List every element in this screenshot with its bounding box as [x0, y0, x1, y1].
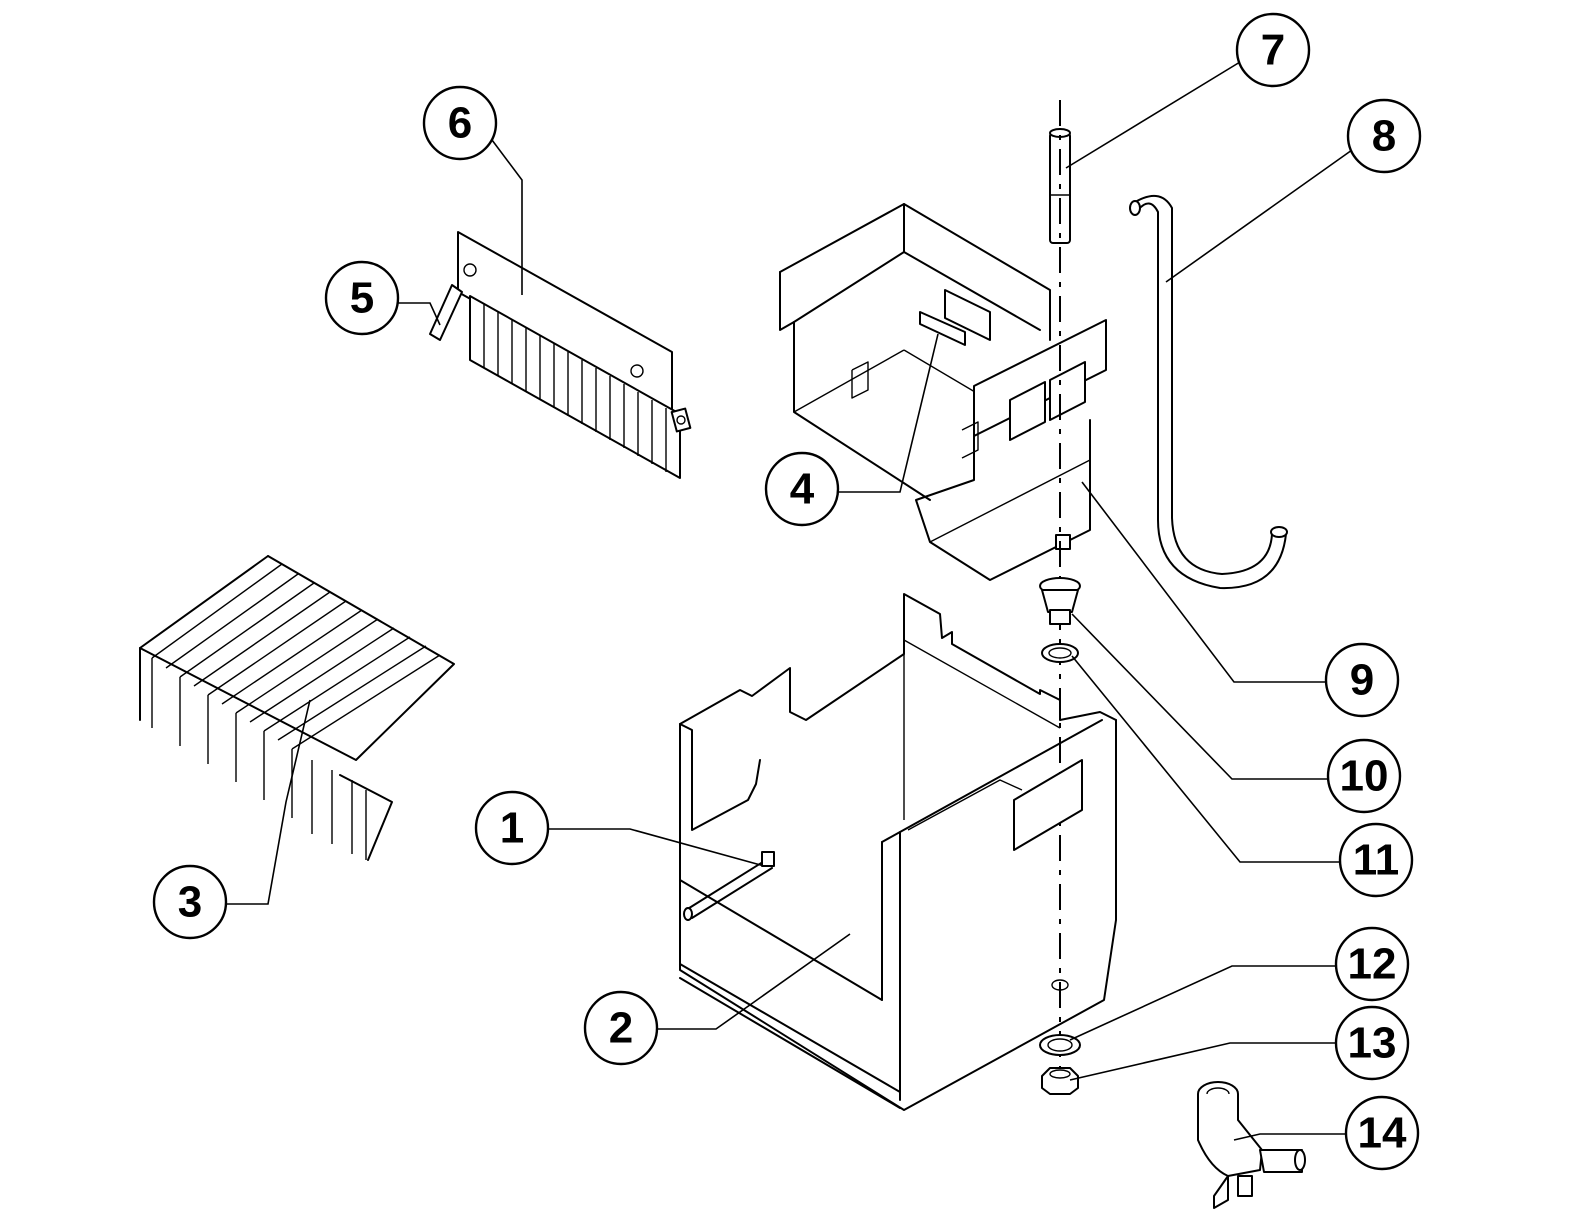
- callout-13: 13: [1334, 1005, 1410, 1081]
- part-11-washer: [1041, 643, 1079, 663]
- callout-5: 5: [324, 260, 400, 336]
- callout-14-label: 14: [1358, 1109, 1407, 1158]
- callout-11-label: 11: [1353, 836, 1400, 885]
- callout-11: 11: [1338, 822, 1414, 898]
- callout-3-label: 3: [178, 878, 202, 927]
- part-1-rod: [683, 851, 775, 921]
- callout-12: 12: [1334, 926, 1410, 1002]
- leader-lines: [226, 61, 1353, 1141]
- callout-2: 2: [583, 990, 659, 1066]
- part-14-valve: [1197, 1081, 1306, 1209]
- part-8-hose: [1129, 195, 1288, 590]
- part-3-ice-grid: [139, 555, 455, 861]
- part-13-nut: [1041, 1067, 1079, 1095]
- callout-9: 9: [1324, 642, 1400, 718]
- callout-4-label: 4: [790, 465, 815, 514]
- callout-1-label: 1: [500, 804, 524, 853]
- callout-5-label: 5: [350, 274, 374, 323]
- part-10-fitting: [1039, 577, 1081, 625]
- callout-7: 7: [1235, 12, 1311, 88]
- callout-7-label: 7: [1261, 26, 1285, 75]
- callout-4: 4: [764, 451, 840, 527]
- callout-8: 8: [1346, 98, 1422, 174]
- part-6-evaporator-plate: [457, 231, 692, 479]
- part-2-bin-frame: [679, 593, 1117, 1111]
- callout-1: 1: [474, 790, 550, 866]
- part-9-water-trough: [779, 203, 1107, 581]
- callout-14: 14: [1344, 1095, 1420, 1171]
- callout-9-label: 9: [1350, 656, 1374, 705]
- callout-2-label: 2: [609, 1004, 633, 1053]
- callout-3: 3: [152, 864, 228, 940]
- callout-8-label: 8: [1372, 112, 1396, 161]
- callout-10: 10: [1326, 738, 1402, 814]
- callout-6-label: 6: [448, 99, 472, 148]
- callout-12-label: 12: [1348, 940, 1397, 989]
- callout-10-label: 10: [1340, 752, 1389, 801]
- callout-13-label: 13: [1348, 1019, 1397, 1068]
- callout-6: 6: [422, 85, 498, 161]
